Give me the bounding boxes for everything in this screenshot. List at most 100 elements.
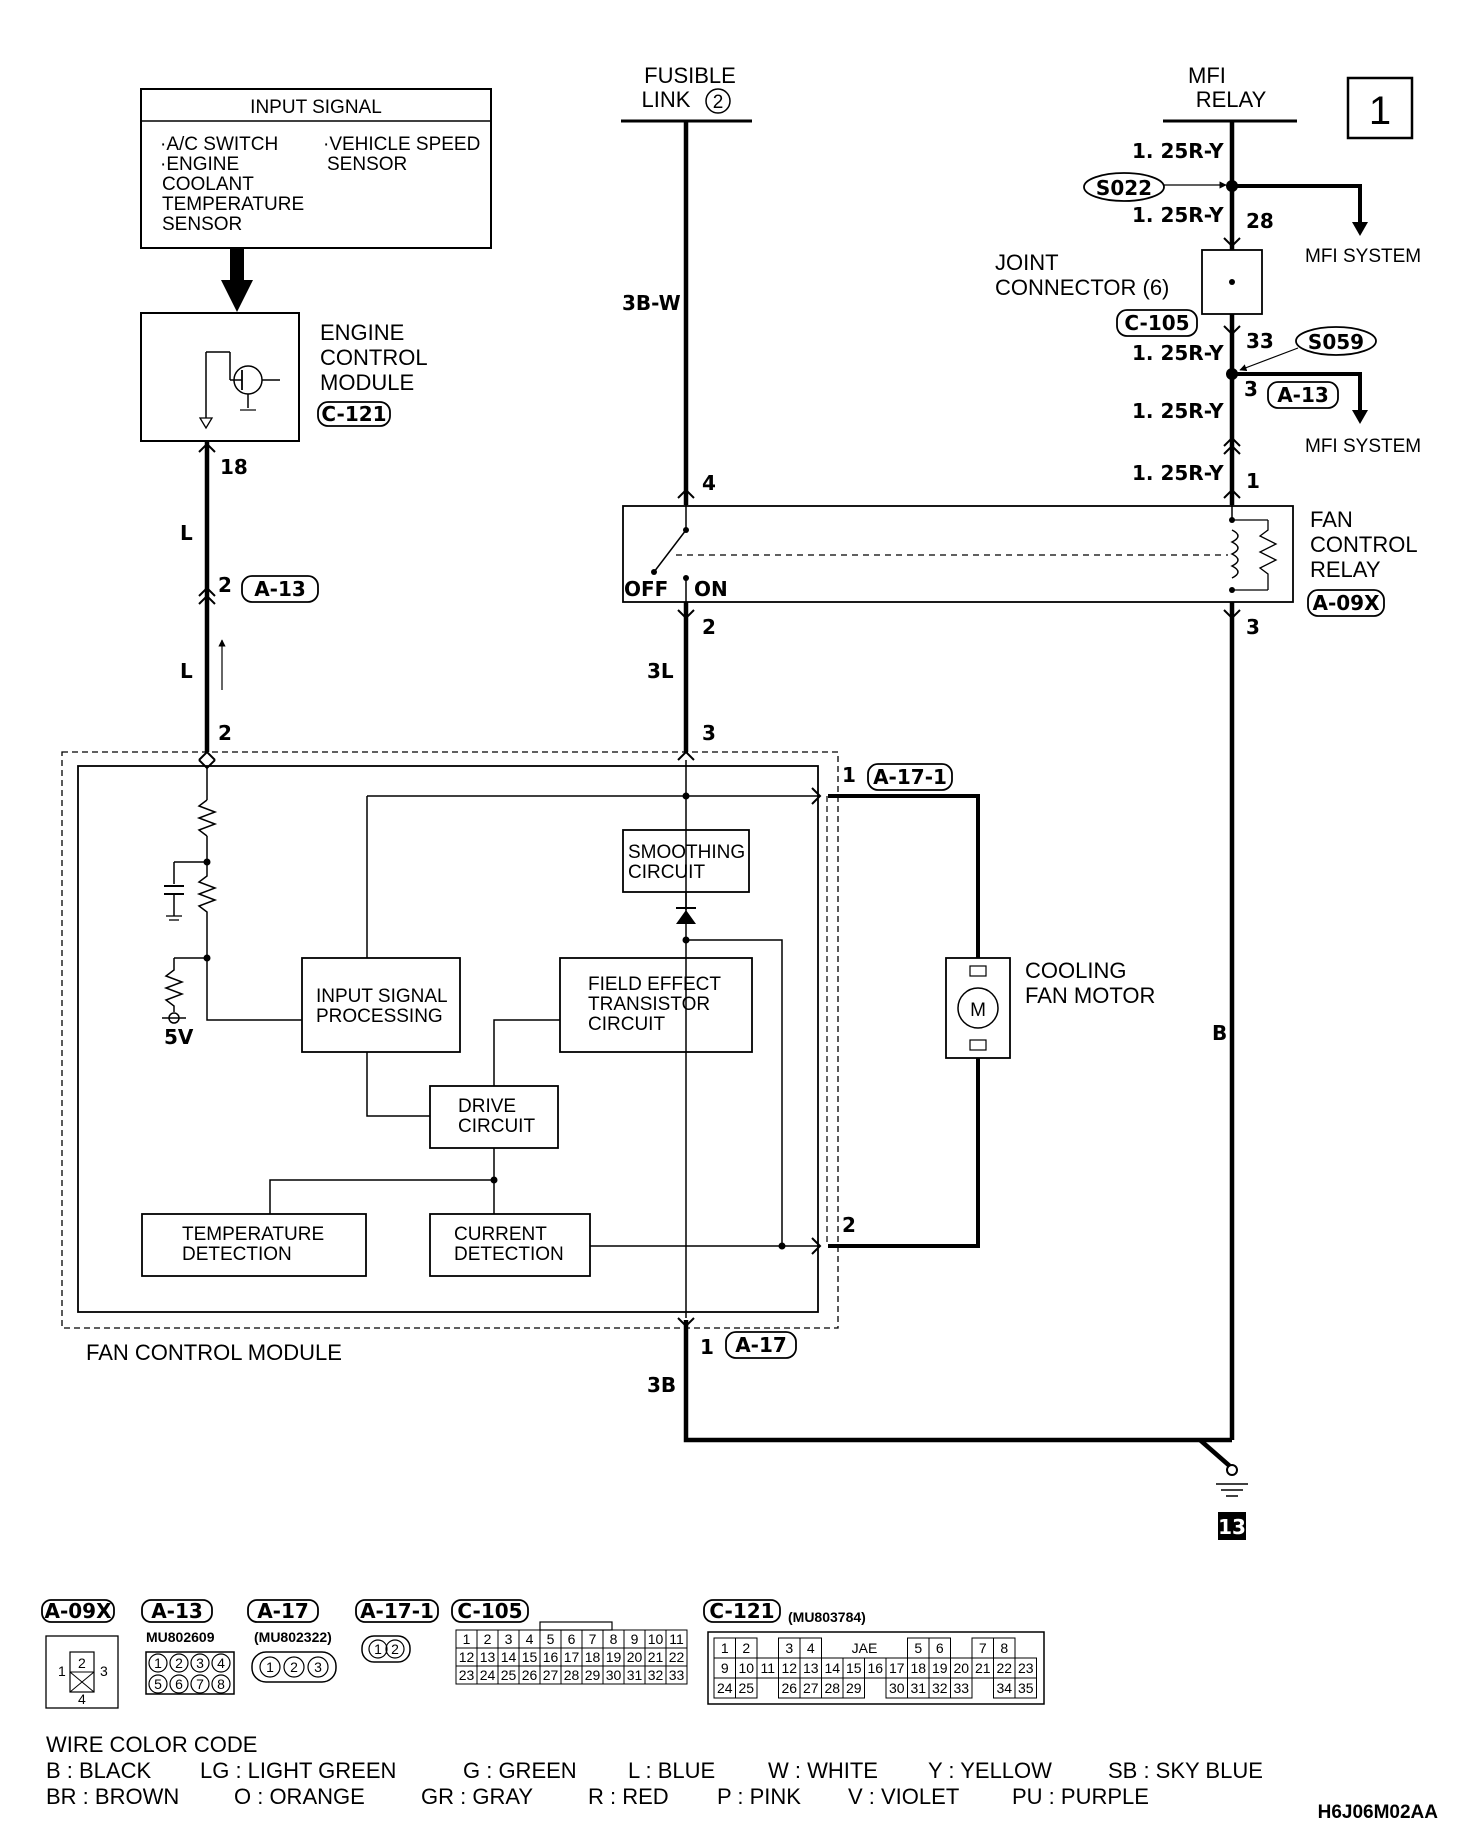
svg-text:C-105: C-105 [457, 1599, 522, 1623]
svg-text:Y : YELLOW: Y : YELLOW [928, 1758, 1052, 1783]
svg-text:3L: 3L [647, 659, 674, 683]
svg-text:28: 28 [1246, 209, 1274, 233]
svg-text:(MU803784): (MU803784) [788, 1609, 866, 1625]
svg-text:B : BLACK: B : BLACK [46, 1758, 151, 1783]
a13-pin-label: 6 [175, 1676, 183, 1692]
svg-text:FUSIBLE: FUSIBLE [644, 63, 736, 88]
svg-text:CIRCUIT: CIRCUIT [458, 1116, 535, 1137]
svg-text:1: 1 [374, 1641, 382, 1657]
c121-cell [950, 1677, 973, 1699]
svg-text:SB : SKY BLUE: SB : SKY BLUE [1108, 1758, 1263, 1783]
c105-pin-label: 7 [589, 1631, 597, 1647]
c105-cell [665, 1665, 688, 1685]
svg-text:RELAY: RELAY [1196, 87, 1267, 112]
svg-text:2: 2 [218, 573, 232, 597]
c121-pin-label: 16 [867, 1660, 883, 1676]
c105-pin-label: 28 [564, 1667, 580, 1683]
c121-pin-label: 24 [717, 1680, 733, 1696]
svg-text:A-17: A-17 [257, 1599, 309, 1623]
c121-pin-label: 9 [721, 1660, 729, 1676]
svg-text:A-17-1: A-17-1 [360, 1599, 434, 1623]
svg-text:1: 1 [1246, 469, 1260, 493]
svg-text:3: 3 [702, 721, 716, 745]
relay-connector: A-09X [1312, 591, 1380, 615]
svg-text:2: 2 [391, 1641, 399, 1657]
svg-text:OFF: OFF [624, 577, 668, 601]
c105-pin-label: 25 [501, 1667, 517, 1683]
svg-text:FIELD EFFECT: FIELD EFFECT [588, 974, 721, 995]
internal-wiring [269, 760, 828, 1318]
svg-text:L: L [180, 659, 193, 683]
input-arrow [221, 248, 253, 312]
c105-pin-label: 31 [627, 1667, 643, 1683]
svg-text:2: 2 [78, 1655, 86, 1671]
a13-pin-label: 5 [154, 1676, 162, 1692]
svg-text:SENSOR: SENSOR [162, 214, 242, 235]
c105-pin-label: 10 [648, 1631, 664, 1647]
svg-text:RELAY: RELAY [1310, 557, 1381, 582]
engine-control-module: ENGINE CONTROL MODULE C-121 [140, 312, 428, 442]
a13-pin-label: 2 [175, 1655, 183, 1671]
svg-text:·VEHICLE SPEED: ·VEHICLE SPEED [323, 134, 480, 155]
c105-pin-label: 29 [585, 1667, 601, 1683]
c121-pin-label: 28 [824, 1680, 840, 1696]
svg-text:1. 25R-Y: 1. 25R-Y [1132, 341, 1224, 365]
c105-pin-label: 15 [522, 1649, 538, 1665]
svg-text:2: 2 [713, 92, 724, 113]
svg-text:V : VIOLET: V : VIOLET [848, 1784, 959, 1809]
svg-text:·ENGINE: ·ENGINE [160, 154, 239, 175]
wire-3l: 2 3L 3 [647, 602, 716, 761]
c105-pin-label: 5 [547, 1631, 555, 1647]
c105-pin-label: 21 [648, 1649, 664, 1665]
fan-control-module: FAN CONTROL MODULE [61, 751, 839, 1365]
svg-text:1. 25R-Y: 1. 25R-Y [1132, 399, 1224, 423]
svg-text:M: M [970, 1000, 986, 1021]
connector-a17-1: A-17-1 1 2 [355, 1599, 439, 1663]
svg-text:JOINT: JOINT [995, 250, 1059, 275]
svg-text:DRIVE: DRIVE [458, 1096, 516, 1117]
cooling-fan-motor: M COOLING FAN MOTOR [945, 957, 1155, 1059]
c121-pin-label: 5 [914, 1640, 922, 1656]
c105-pin-label: 30 [606, 1667, 622, 1683]
svg-text:LINK: LINK [642, 87, 691, 112]
c121-cell [1014, 1677, 1037, 1699]
temperature-detection-block: TEMPERATURE DETECTION [141, 1213, 367, 1277]
c105-pin-label: 26 [522, 1667, 538, 1683]
svg-text:S022: S022 [1096, 176, 1152, 200]
figure-code: H6J06M02AA [1318, 1802, 1439, 1823]
svg-text:2: 2 [218, 721, 232, 745]
svg-text:TEMPERATURE: TEMPERATURE [182, 1224, 324, 1245]
c105-pin-label: 6 [568, 1631, 576, 1647]
wire-b-ground: 3 B 13 [683, 602, 1260, 1540]
fan-control-relay: OFF ON FAN CONTROL RELAY A-09X [622, 505, 1418, 617]
svg-text:A-13: A-13 [151, 1599, 203, 1623]
svg-text:L : BLUE: L : BLUE [628, 1758, 715, 1783]
c105-pin-label: 18 [585, 1649, 601, 1665]
connector-a17: A-17 (MU802322) 1 2 3 [247, 1599, 337, 1683]
page-number: 1 [1369, 89, 1391, 133]
svg-text:PU : PURPLE: PU : PURPLE [1012, 1784, 1149, 1809]
svg-text:4: 4 [702, 471, 716, 495]
svg-text:33: 33 [1246, 329, 1274, 353]
svg-text:COOLANT: COOLANT [162, 174, 254, 195]
svg-text:GR : GRAY: GR : GRAY [421, 1784, 533, 1809]
svg-text:18: 18 [220, 455, 248, 479]
c121-pin-label: 11 [760, 1660, 775, 1676]
c121-jae-label: JAE [852, 1640, 878, 1656]
drive-circuit-block: DRIVE CIRCUIT [429, 1085, 559, 1149]
c121-pin-label: 21 [975, 1660, 991, 1676]
c121-pin-label: 10 [738, 1660, 754, 1676]
svg-text:LG : LIGHT GREEN: LG : LIGHT GREEN [200, 1758, 396, 1783]
page-number-box: 1 [1346, 76, 1414, 140]
input-signal-box: INPUT SIGNAL ·A/C SWITCH ·ENGINE COOLANT… [140, 88, 492, 249]
c121-pin-label: 12 [781, 1660, 797, 1676]
c121-pin-label: 17 [889, 1660, 905, 1676]
mfi-relay-branch: MFI RELAY 1. 25R-Y S022 MFI SYSTEM 1. 25… [995, 63, 1421, 505]
c121-pin-label: 8 [1000, 1640, 1008, 1656]
input-signal-processing-block: INPUT SIGNAL PROCESSING [301, 957, 461, 1053]
c121-pin-label: 35 [1018, 1680, 1034, 1696]
c121-pin-label: 14 [824, 1660, 840, 1676]
svg-text:R : RED: R : RED [588, 1784, 669, 1809]
